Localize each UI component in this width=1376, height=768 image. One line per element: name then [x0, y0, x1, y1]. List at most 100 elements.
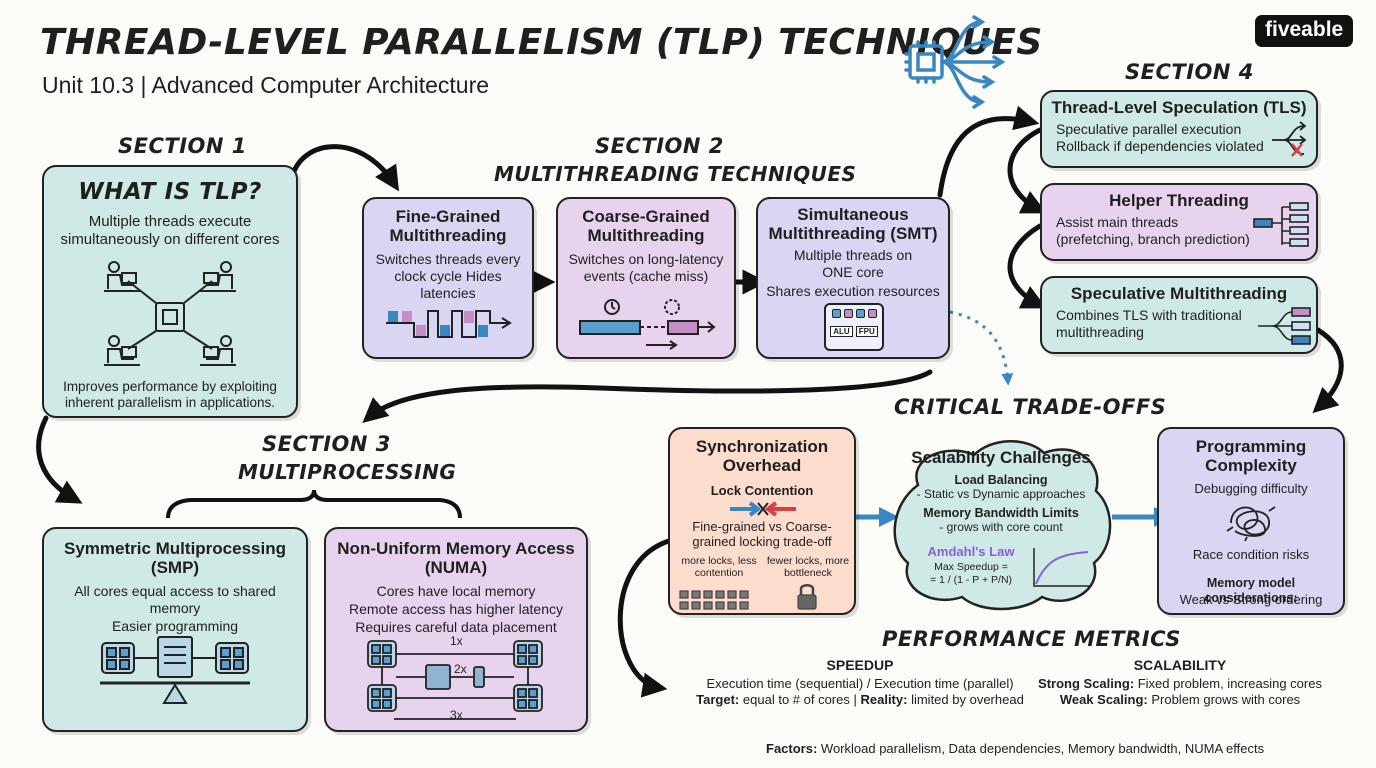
long-latency-event-icon — [579, 299, 716, 350]
scalability-metric-block: SCALABILITY Strong Scaling: Fixed proble… — [1034, 657, 1326, 707]
sync-title: Synchronization Overhead — [695, 437, 829, 476]
sync-left-note: more locks, less contention — [681, 555, 757, 580]
lock-icons — [679, 584, 817, 610]
specmt-desc2: multithreading — [1056, 323, 1144, 340]
scal-mb-desc: - grows with core count — [939, 519, 1063, 534]
arrow-s1-to-s3 — [36, 415, 83, 504]
latency-1x: 1x — [450, 634, 463, 648]
amdahl-label: Amdahl's Law — [927, 544, 1015, 559]
section3-label: SECTION 3 — [262, 432, 391, 456]
smt-card: Simultaneous Multithreading (SMT) Multip… — [756, 197, 950, 359]
arrow-tls-to-helper — [1007, 127, 1047, 214]
sync-overhead-card: Synchronization Overhead Lock Contention… — [668, 427, 856, 615]
dotted-arrow-smt-to-tradeoffs — [949, 310, 1014, 386]
sync-right-note: fewer locks, more bottleneck — [766, 555, 850, 580]
amdahl-curve-icon — [1033, 548, 1090, 587]
alu-unit: ALU — [830, 326, 853, 337]
page-subtitle: Unit 10.3 | Advanced Computer Architectu… — [42, 72, 490, 98]
arrow-s1-to-s2 — [289, 144, 400, 192]
section4-label: SECTION 4 — [1125, 60, 1254, 84]
smp-desc2: Easier programming — [111, 617, 239, 634]
scal-mb: Memory Bandwidth Limits — [923, 505, 1079, 520]
section1-label: SECTION 1 — [118, 134, 247, 158]
sync-sub: Lock Contention — [710, 483, 814, 499]
scal-title: Scalability Challenges — [911, 448, 1091, 467]
tangled-threads-icon — [1226, 506, 1276, 541]
shared-memory-balance-icon — [100, 636, 250, 704]
coarse-grained-title: Coarse-Grained Multithreading — [582, 207, 710, 246]
speedup-target-line: Target: equal to # of cores | Reality: l… — [690, 692, 1030, 707]
core-unit — [831, 309, 841, 318]
helper-title: Helper Threading — [1109, 191, 1249, 210]
core-unit — [855, 309, 865, 318]
prog-mem: Memory model considerations: — [1204, 576, 1298, 605]
strong-value: Fixed problem, increasing cores — [1137, 676, 1322, 691]
arrow-sync-to-metrics — [617, 537, 675, 698]
helper-desc2: (prefetching, branch prediction) — [1056, 230, 1250, 247]
amdahl-formula1: Max Speedup = — [934, 561, 1008, 573]
prog-order: Weak vs Strong ordering — [1179, 592, 1323, 607]
reality-value: limited by overhead — [911, 692, 1024, 707]
factors-label: Factors: — [766, 741, 818, 756]
what-is-tlp-desc: Multiple threads execute simultaneously … — [60, 213, 280, 248]
latency-2x: 2x — [454, 662, 467, 676]
strong-scaling-line: Strong Scaling: Fixed problem, increasin… — [1034, 676, 1326, 691]
arrow-helper-to-specmt — [1007, 223, 1047, 309]
helper-desc1: Assist main threads — [1056, 214, 1179, 231]
strong-label: Strong Scaling: — [1038, 676, 1135, 691]
what-is-tlp-title: WHAT IS TLP? — [78, 179, 262, 205]
scal-lb: Load Balancing — [954, 473, 1048, 488]
section2-heading: MULTITHREADING TECHNIQUES — [494, 162, 857, 186]
section3-brace — [166, 489, 462, 519]
what-is-tlp-card: WHAT IS TLP? Multiple threads execute si… — [42, 165, 298, 418]
thread-switch-waveform-icon — [386, 310, 512, 338]
coarse-grained-desc: Switches on long-latency events (cache m… — [568, 251, 724, 284]
chip-network-icon — [904, 15, 1006, 109]
arrow-specmt-to-prog — [1312, 327, 1344, 414]
amdahl-formula2: = 1 / (1 - P + P/N) — [929, 574, 1013, 586]
section2-label: SECTION 2 — [595, 134, 724, 158]
arrow-s2-to-s4 — [937, 105, 1040, 198]
threads-cores-icon — [104, 261, 236, 366]
reality-label: Reality: — [860, 692, 908, 707]
scalability-title: SCALABILITY — [1133, 657, 1227, 673]
scalability-card: Scalability Challenges Load Balancing - … — [900, 448, 1102, 535]
tls-desc1: Speculative parallel execution — [1056, 121, 1242, 138]
fine-grained-card: Fine-Grained Multithreading Switches thr… — [362, 197, 534, 359]
core-units — [826, 309, 882, 318]
smt-desc2: Shares execution resources — [766, 282, 940, 299]
weak-label: Weak Scaling: — [1059, 692, 1148, 707]
speedup-formula: Execution time (sequential) / Execution … — [706, 676, 1014, 691]
core-diagram: ALU FPU — [824, 303, 884, 351]
specmt-title: Speculative Multithreading — [1070, 284, 1288, 303]
tradeoffs-heading: CRITICAL TRADE-OFFS — [894, 395, 1167, 419]
speedup-title: SPEEDUP — [826, 657, 894, 673]
target-value: equal to # of cores | — [742, 692, 857, 707]
numa-title: Non-Uniform Memory Access (NUMA) — [337, 539, 575, 578]
programming-complexity-card: Programming Complexity Debugging difficu… — [1157, 427, 1345, 615]
core-unit — [843, 309, 853, 318]
helper-thread-tree-icon — [1253, 202, 1309, 247]
speculative-branch-icon — [1258, 307, 1311, 345]
specmt-desc1: Combines TLS with traditional — [1056, 307, 1242, 324]
fine-grained-desc: Switches threads every clock cycle Hides… — [375, 251, 521, 301]
what-is-tlp-footer: Improves performance by exploiting inher… — [63, 379, 277, 411]
fpu-unit: FPU — [855, 326, 878, 337]
smp-title: Symmetric Multiprocessing (SMP) — [63, 539, 286, 578]
rollback-branch-icon — [1272, 121, 1307, 157]
section3-heading: MULTIPROCESSING — [238, 460, 457, 484]
prog-debug: Debugging difficulty — [1194, 481, 1308, 497]
prog-title: Programming Complexity — [1195, 437, 1307, 476]
smt-title: Simultaneous Multithreading (SMT) — [768, 205, 938, 244]
latency-3x: 3x — [450, 708, 463, 722]
factors-value: Workload parallelism, Data dependencies,… — [820, 741, 1265, 756]
speculative-multithreading-card: Speculative Multithreading Combines TLS … — [1040, 276, 1318, 354]
numa-desc1: Cores have local memory — [376, 583, 536, 600]
lock-contention-arrows-icon — [730, 501, 796, 517]
scalability-cloud-shape — [893, 440, 1112, 611]
weak-value: Problem grows with cores — [1151, 692, 1301, 707]
coarse-grained-card: Coarse-Grained Multithreading Switches o… — [556, 197, 736, 359]
numa-card: Non-Uniform Memory Access (NUMA) Cores h… — [324, 527, 588, 732]
prog-race: Race condition risks — [1192, 547, 1310, 562]
